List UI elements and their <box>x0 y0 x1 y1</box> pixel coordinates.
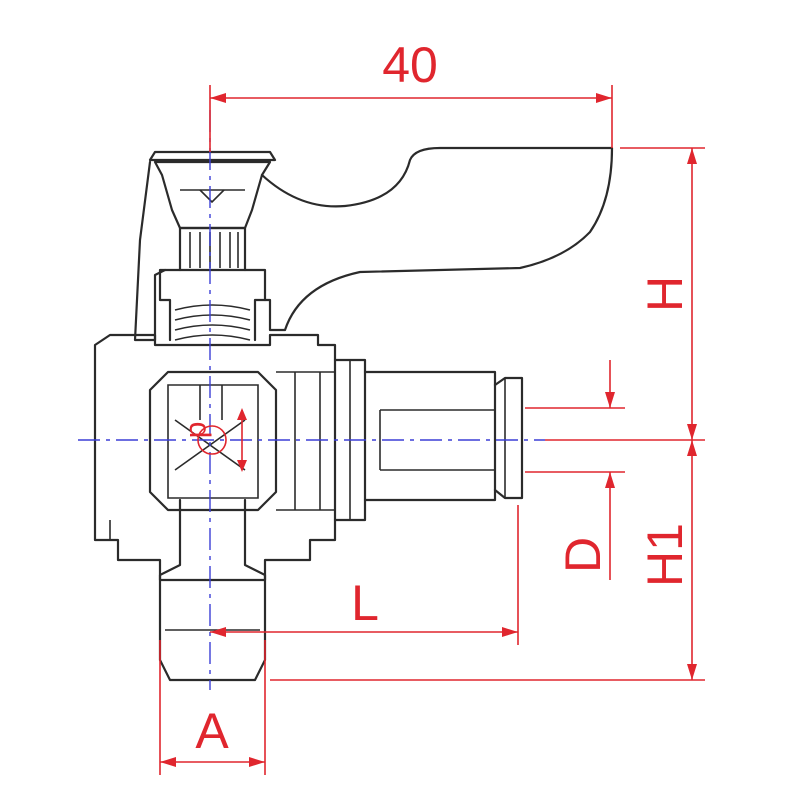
width-dimension-label: 40 <box>382 37 438 93</box>
valve-ball <box>148 370 278 512</box>
length-dimension-label: L <box>351 575 379 631</box>
thread-dimension-label: A <box>195 703 229 759</box>
height-1-dimension-label: H1 <box>637 523 693 587</box>
inner-bore-mark: d <box>183 408 247 472</box>
dimension-width: 40 <box>209 37 613 152</box>
dimension-height-1: H1 <box>270 440 705 681</box>
diameter-dimension-label: D <box>555 537 611 573</box>
dimension-diameter: D <box>525 360 625 580</box>
push-in-fitting <box>276 370 524 511</box>
dimension-length: L <box>210 505 519 645</box>
lever-handle <box>133 146 614 342</box>
dimension-height: H <box>545 147 705 441</box>
inner-bore-label: d <box>183 422 216 439</box>
center-lines <box>78 110 545 690</box>
dimension-thread: A <box>159 640 266 775</box>
height-dimension-label: H <box>637 276 693 312</box>
stem-assembly <box>148 150 277 342</box>
thread-connection <box>158 498 267 682</box>
